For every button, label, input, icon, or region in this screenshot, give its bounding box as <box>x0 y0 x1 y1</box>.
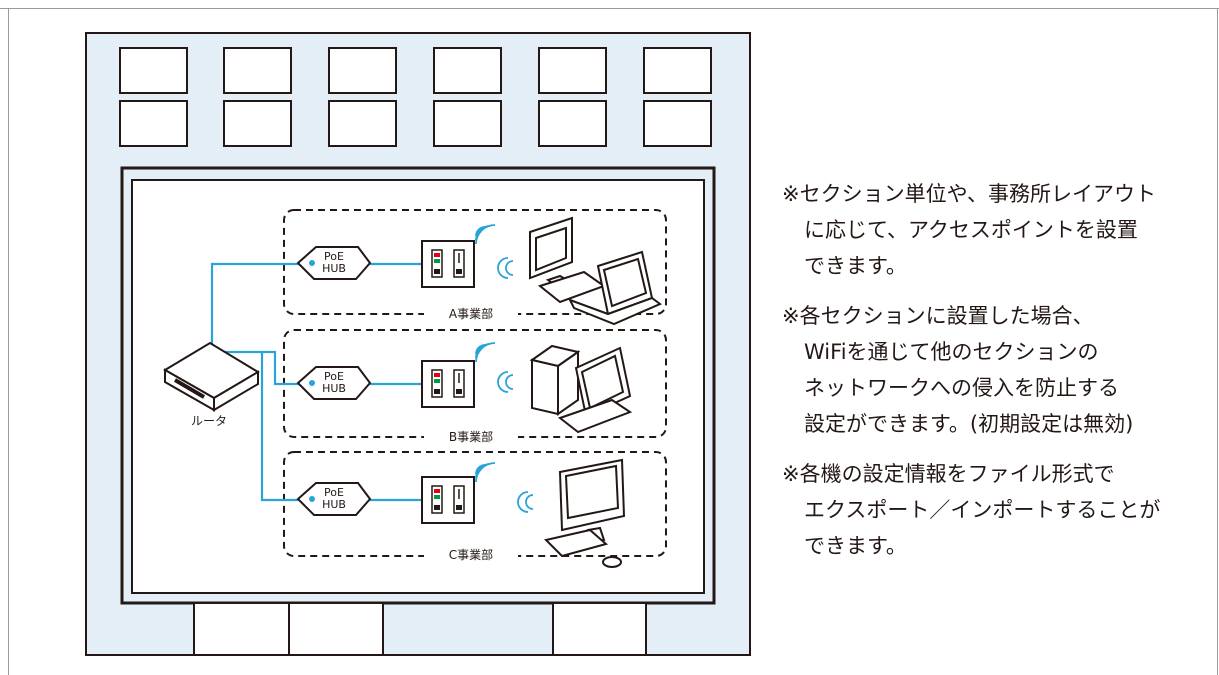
notes-panel: ※セクション単位や、事務所レイアウト に応じて、アクセスポイントを設置 できます… <box>782 176 1202 578</box>
section-a-label: A事業部 <box>449 306 493 321</box>
router-icon <box>163 341 260 412</box>
note-3-line-1: ※各機の設定情報をファイル形式で <box>782 462 1115 486</box>
building-outline <box>85 32 751 656</box>
note-2-line-3: ネットワークへの侵入を防止する <box>804 376 1119 400</box>
frame-right-border <box>1217 8 1218 675</box>
poe-hub-b: PoE HUB <box>297 366 371 400</box>
hub-c-label-line2: HUB <box>322 498 346 511</box>
section-a-box <box>283 209 667 315</box>
note-3-line-3: できます。 <box>804 534 907 558</box>
hub-b-label-line1: PoE <box>324 370 344 383</box>
bottom-rooms <box>193 602 647 656</box>
note-export-import: ※各機の設定情報をファイル形式で エクスポート／インポートすることが できます。 <box>782 456 1202 564</box>
window-row-2 <box>119 100 712 147</box>
note-2-line-1: ※各セクションに設置した場合、 <box>782 304 1094 328</box>
section-c-label: C事業部 <box>449 547 493 562</box>
all-in-one-pc-icon-c <box>544 458 626 568</box>
frame-left-border <box>8 8 9 675</box>
window-row-1 <box>119 47 712 94</box>
note-wifi-isolation: ※各セクションに設置した場合、 WiFiを通じて他のセクションの ネットワークへ… <box>782 298 1202 442</box>
note-2-line-4: 設定ができます。(初期設定は無効) <box>804 412 1134 436</box>
desktop-tower-icon-b <box>529 344 581 416</box>
hub-a-label-line2: HUB <box>322 262 346 275</box>
poe-hub-c: PoE HUB <box>297 482 371 516</box>
section-c-box <box>283 451 667 557</box>
hub-c-label-line1: PoE <box>324 486 344 499</box>
note-2-line-2: WiFiを通じて他のセクションの <box>804 340 1099 364</box>
router-label: ルータ <box>191 414 227 428</box>
note-1-line-1: ※セクション単位や、事務所レイアウト <box>782 182 1156 206</box>
note-section-layout: ※セクション単位や、事務所レイアウト に応じて、アクセスポイントを設置 できます… <box>782 176 1202 284</box>
frame-top-border <box>0 8 1219 9</box>
hub-b-label-line2: HUB <box>322 382 346 395</box>
access-point-c <box>421 476 475 524</box>
note-3-line-2: エクスポート／インポートすることが <box>804 498 1161 522</box>
desktop-monitor-icon-b <box>557 346 633 434</box>
section-b-label: B事業部 <box>449 429 493 444</box>
access-point-b <box>421 360 475 408</box>
note-1-line-2: に応じて、アクセスポイントを設置 <box>804 218 1138 242</box>
section-labels: A事業部 B事業部 C事業部 <box>424 303 518 565</box>
hub-a-label-line1: PoE <box>324 250 344 263</box>
laptop-icon-a <box>567 250 662 326</box>
poe-hub-a: PoE HUB <box>297 246 371 280</box>
access-point-a <box>421 240 475 288</box>
desktop-monitor-icon-a <box>529 216 607 304</box>
network-cables <box>210 262 422 502</box>
note-1-line-3: できます。 <box>804 254 907 278</box>
